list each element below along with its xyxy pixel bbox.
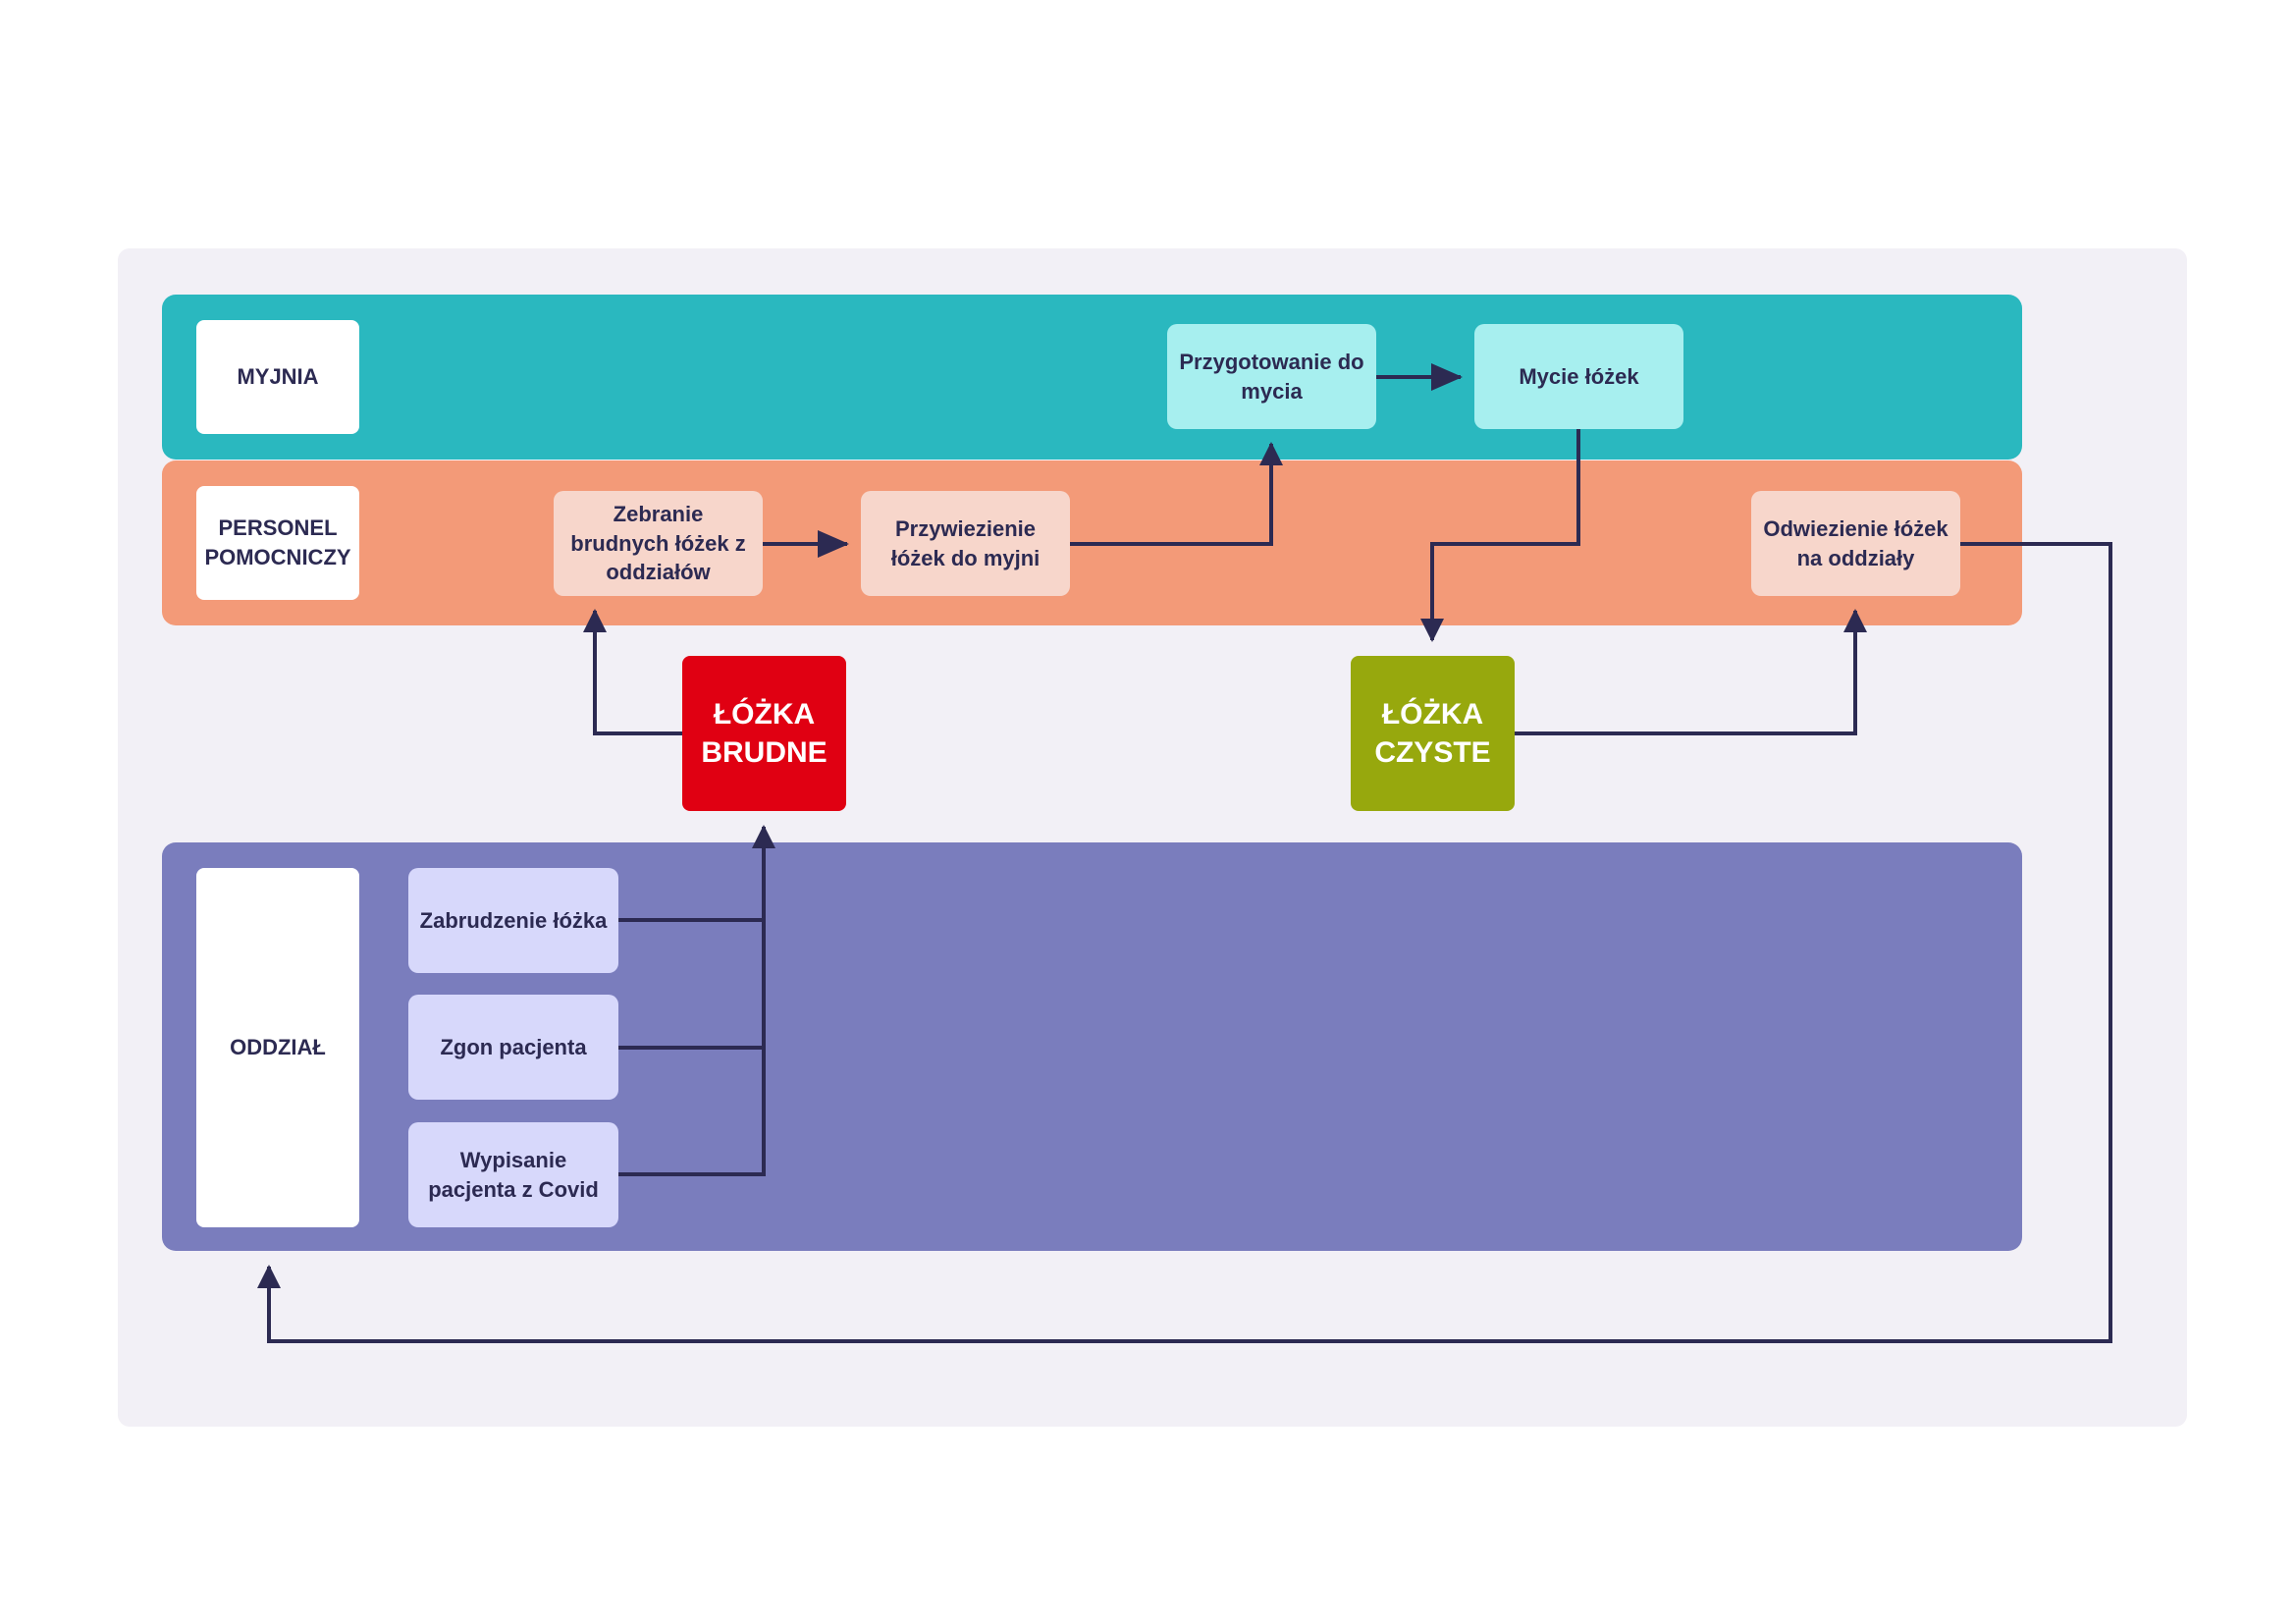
step-zebranie: Zebranie brudnych łóżek z oddziałów xyxy=(554,491,763,596)
lane-label-myjnia: MYJNIA xyxy=(196,320,359,434)
step-odwiezienie: Odwiezienie łóżek na oddziały xyxy=(1751,491,1960,596)
arrow-czyste-odwiezienie xyxy=(1515,609,1867,735)
state-lozka-czyste: ŁÓŻKA CZYSTE xyxy=(1351,656,1515,811)
step-zgon: Zgon pacjenta xyxy=(408,995,618,1100)
step-zabrudzenie: Zabrudzenie łóżka xyxy=(408,868,618,973)
arrow-przywiezienie-przygotowanie xyxy=(1070,442,1283,546)
arrow-brudne-zebranie xyxy=(583,609,682,735)
step-przywiezienie: Przywiezienie łóżek do myjni xyxy=(861,491,1070,596)
step-przygotowanie: Przygotowanie do mycia xyxy=(1167,324,1376,429)
arrow-odwiezienie-oddzial xyxy=(257,542,2112,1343)
step-mycie: Mycie łóżek xyxy=(1474,324,1683,429)
state-lozka-brudne: ŁÓŻKA BRUDNE xyxy=(682,656,846,811)
lane-myjnia xyxy=(162,295,2022,460)
step-wypisanie: Wypisanie pacjenta z Covid xyxy=(408,1122,618,1227)
lane-label-personel: PERSONEL POMOCNICZY xyxy=(196,486,359,600)
arrow-mycie-czyste xyxy=(1420,429,1580,642)
lane-label-oddzial: ODDZIAŁ xyxy=(196,868,359,1227)
